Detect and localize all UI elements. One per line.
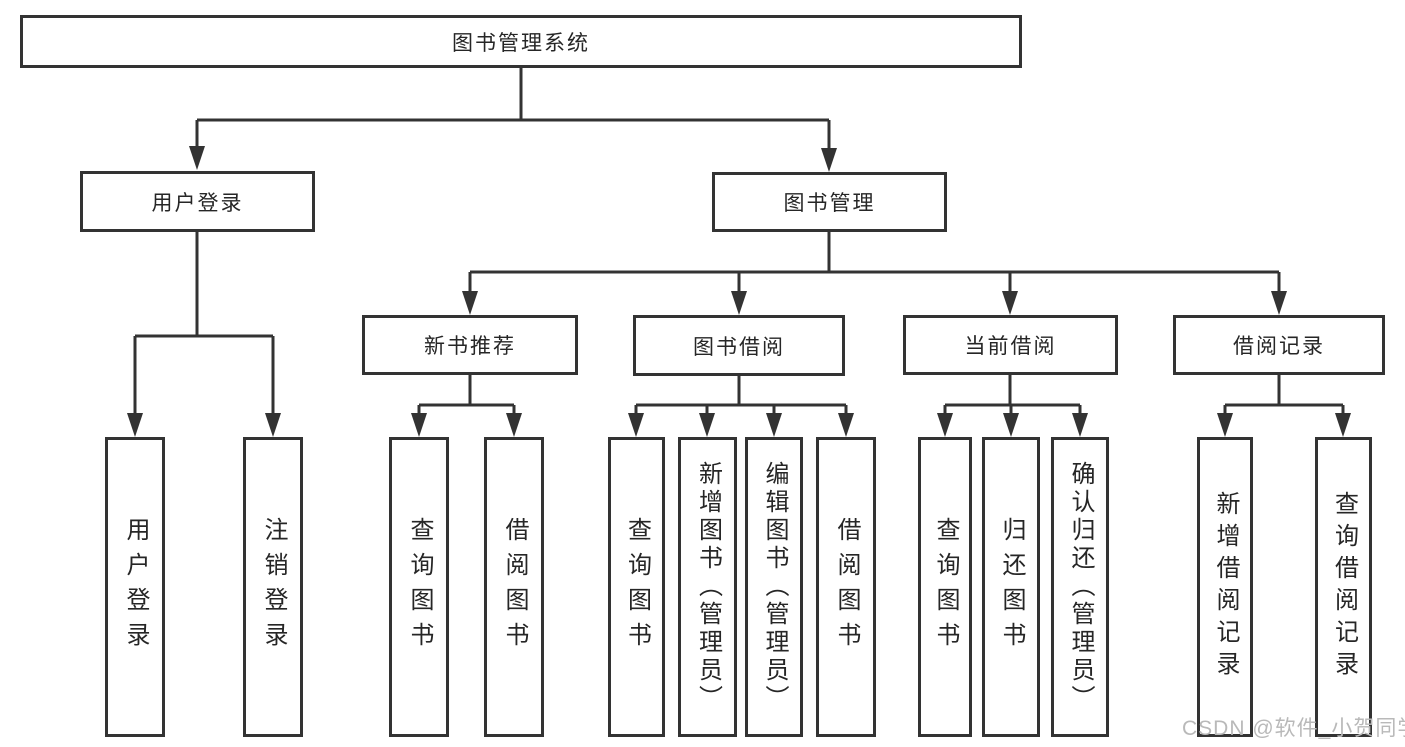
leaf-records-search-record-label: 查询借阅记录	[1330, 491, 1358, 683]
leaf-current-return-books-label: 归还图书	[998, 517, 1025, 657]
node-book-borrowing: 图书借阅	[633, 315, 845, 376]
node-borrow-records-label: 借阅记录	[1233, 335, 1325, 358]
node-book-management-label: 图书管理	[783, 192, 876, 215]
leaf-borrowing-edit-books-admin-label: 编辑图书（管理员）	[761, 461, 788, 713]
node-current-borrowing: 当前借阅	[903, 315, 1118, 375]
leaf-records-add-record-label: 新增借阅记录	[1212, 491, 1239, 683]
leaf-borrowing-search-books-label: 查询图书	[623, 517, 651, 657]
node-user-login-label: 用户登录	[151, 191, 244, 215]
node-book-borrowing-label: 图书借阅	[693, 335, 785, 359]
leaf-records-search-record: 查询借阅记录	[1315, 437, 1372, 737]
node-borrow-records: 借阅记录	[1173, 315, 1385, 375]
node-user-login-branch: 用户登录	[80, 171, 315, 232]
leaf-borrowing-borrow-books: 借阅图书	[816, 437, 876, 737]
leaf-newbooks-borrow-books-label: 借阅图书	[501, 517, 528, 657]
leaf-borrowing-add-books-admin-label: 新增图书（管理员）	[694, 461, 722, 713]
node-book-management-branch: 图书管理	[712, 172, 947, 232]
leaf-current-search-books: 查询图书	[918, 437, 972, 737]
csdn-watermark: CSDN @软件_小贺同学	[1182, 717, 1405, 740]
leaf-current-search-books-label: 查询图书	[932, 517, 959, 657]
leaf-borrowing-add-books-admin: 新增图书（管理员）	[678, 437, 737, 737]
node-new-book-recommend: 新书推荐	[362, 315, 578, 375]
node-new-book-recommend-label: 新书推荐	[424, 335, 516, 358]
node-root-label: 图书管理系统	[452, 31, 590, 55]
leaf-logout-label: 注销登录	[260, 517, 287, 657]
leaf-newbooks-search-books: 查询图书	[389, 437, 449, 737]
leaf-newbooks-search-books-label: 查询图书	[406, 517, 433, 657]
leaf-borrowing-edit-books-admin: 编辑图书（管理员）	[745, 437, 803, 737]
leaf-current-confirm-return-admin: 确认归还（管理员）	[1051, 437, 1109, 737]
leaf-newbooks-borrow-books: 借阅图书	[484, 437, 544, 737]
node-root-system: 图书管理系统	[20, 15, 1022, 68]
leaf-user-login-label: 用户登录	[122, 517, 149, 657]
leaf-logout: 注销登录	[243, 437, 303, 737]
leaf-borrowing-borrow-books-label: 借阅图书	[833, 517, 860, 657]
leaf-records-add-record: 新增借阅记录	[1197, 437, 1253, 737]
leaf-user-login: 用户登录	[105, 437, 165, 737]
leaf-current-return-books: 归还图书	[982, 437, 1040, 737]
leaf-borrowing-search-books: 查询图书	[608, 437, 665, 737]
node-current-borrowing-label: 当前借阅	[964, 335, 1057, 358]
leaf-current-confirm-return-admin-label: 确认归还（管理员）	[1067, 461, 1094, 713]
